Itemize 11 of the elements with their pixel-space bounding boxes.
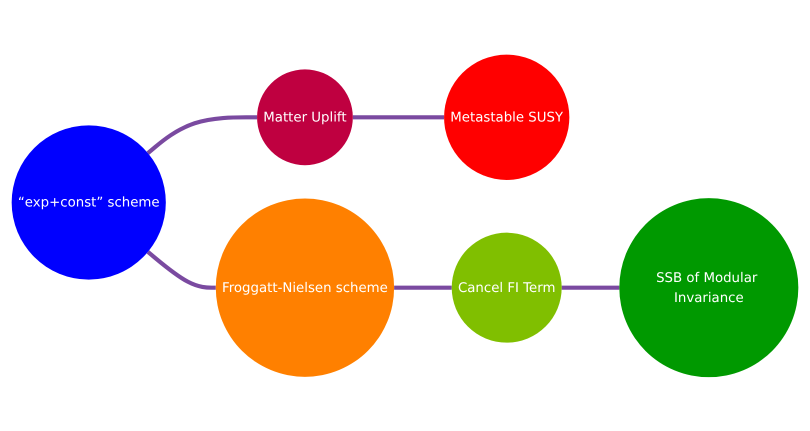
node-circle: “exp+const” scheme (12, 124, 166, 280)
node-circle: Cancel FI Term (452, 232, 562, 342)
node-circle: Froggatt-Nielsen scheme (216, 198, 394, 376)
connector (562, 285, 620, 290)
connector (352, 114, 444, 119)
connector (394, 285, 452, 290)
node-circle: SSB of Modular Invariance (619, 198, 798, 377)
connector (146, 114, 258, 154)
node-circle: Matter Uplift (257, 68, 353, 165)
node-circle: Metastable SUSY (444, 54, 570, 180)
connector (146, 250, 216, 290)
